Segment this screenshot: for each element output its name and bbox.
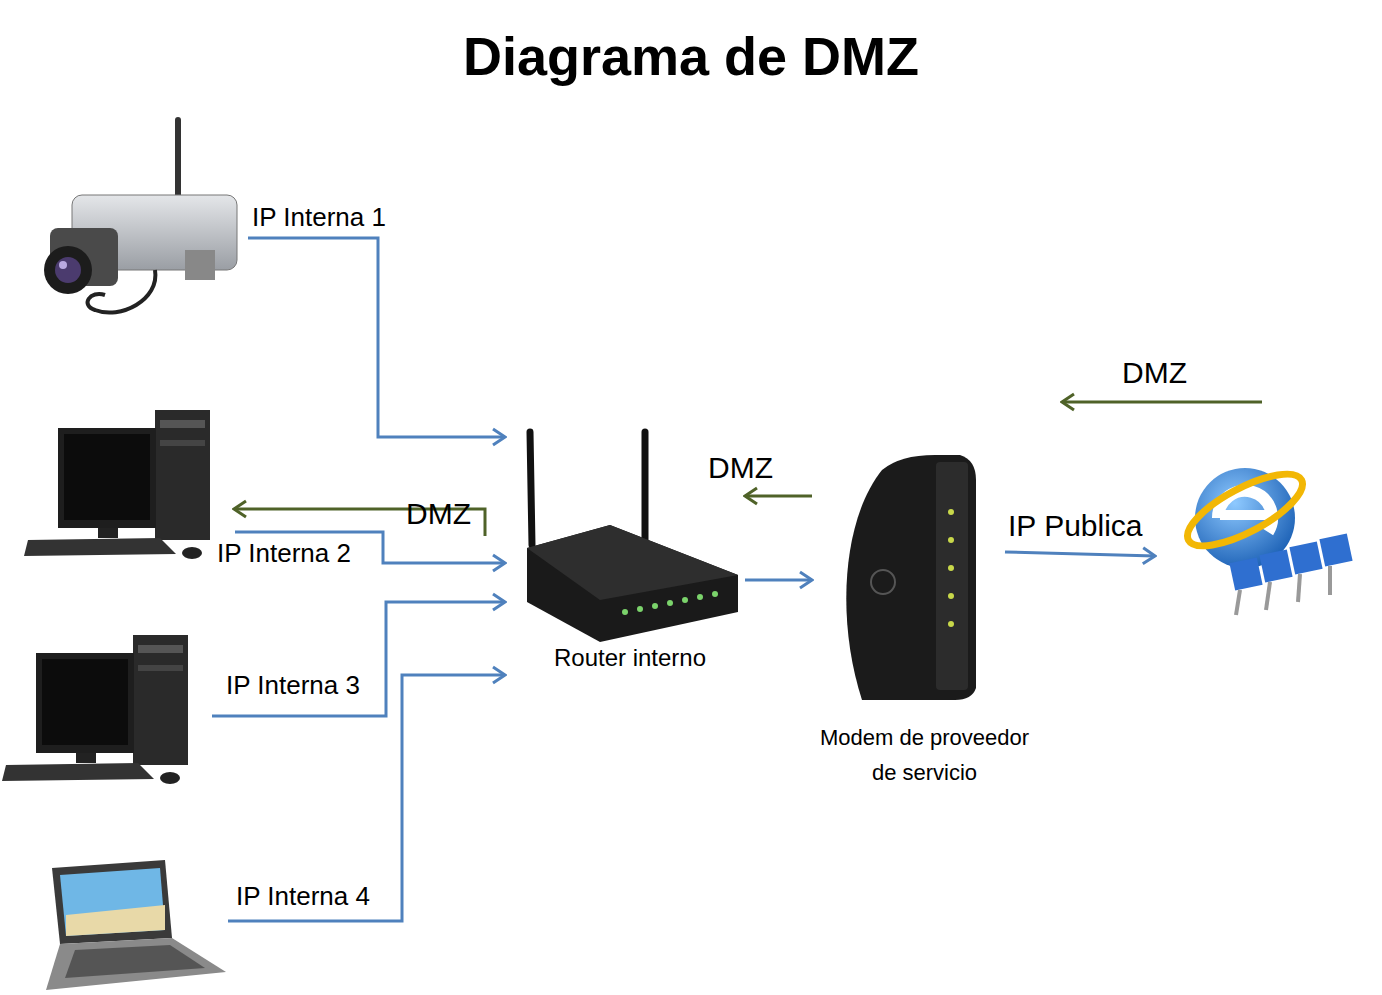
desktop-computer bbox=[2, 635, 188, 784]
ip-camera bbox=[44, 120, 237, 313]
laptop bbox=[46, 860, 226, 990]
text-label: IP Interna 2 bbox=[217, 538, 351, 568]
text-label: DMZ bbox=[406, 497, 471, 531]
modem-node: Modem de proveedor de servicio bbox=[812, 455, 1037, 795]
modem-illustration bbox=[846, 455, 976, 700]
router-illustration bbox=[527, 432, 738, 642]
text-label: IP Interna 1 bbox=[252, 202, 386, 232]
node-label: Router interno bbox=[515, 643, 745, 673]
desktop-computer bbox=[24, 410, 210, 559]
text-label: IP Interna 3 bbox=[226, 670, 360, 700]
network-wires bbox=[212, 238, 1262, 921]
text-label: DMZ bbox=[1122, 356, 1187, 390]
internet-icon bbox=[1178, 461, 1352, 615]
edge-label: DMZ bbox=[708, 451, 773, 485]
connector-arrow bbox=[745, 495, 812, 498]
connector-arrow bbox=[745, 579, 812, 582]
node-label: Modem de proveedor de servicio bbox=[812, 720, 1037, 790]
text-label: IP Publica bbox=[1008, 509, 1143, 543]
text-label: IP Interna 4 bbox=[236, 881, 370, 911]
diagram-title: Diagrama de DMZ bbox=[0, 24, 1382, 88]
